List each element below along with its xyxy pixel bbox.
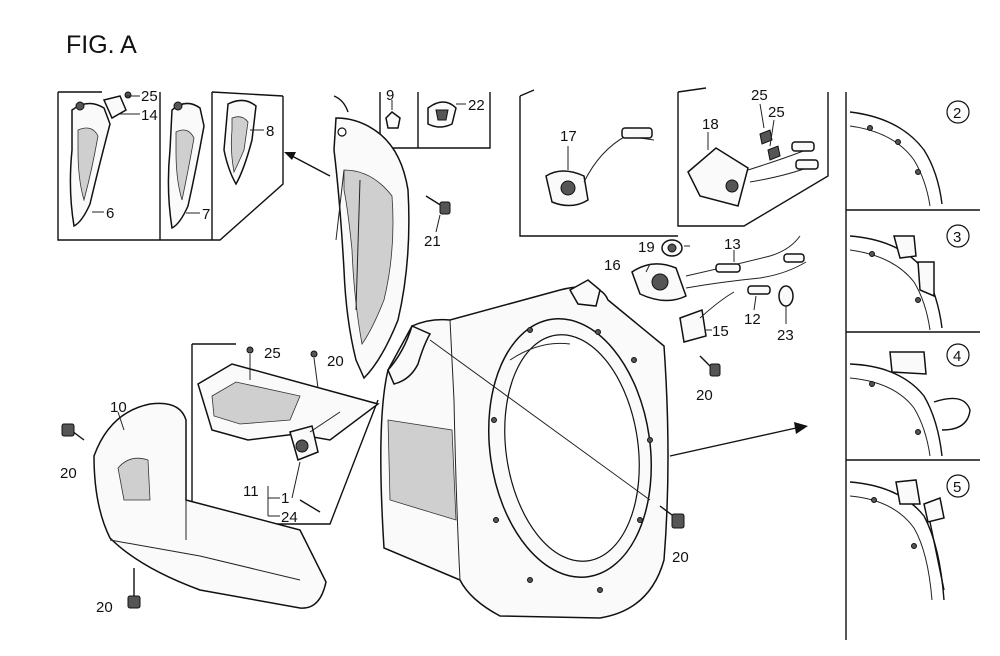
callout-9: 9 [386, 87, 394, 104]
callout-24: 24 [281, 509, 298, 526]
callout-11: 11 [243, 483, 259, 500]
figure-title: FIG. A [66, 31, 137, 59]
variant-label-4: 4 [953, 348, 961, 365]
callout-25: 25 [141, 88, 158, 105]
callout-20-c: 20 [96, 599, 113, 616]
callout-20-d: 20 [696, 387, 713, 404]
callout-14: 14 [141, 107, 158, 124]
inset-bracket: 25 20 11 1 24 [191, 343, 380, 526]
inset-top-middle: 9 22 [379, 87, 491, 149]
callout-13: 13 [724, 236, 741, 253]
inset-18: 18 25 25 [677, 87, 829, 227]
variant-4: 4 [849, 343, 971, 457]
callout-25-c: 25 [768, 104, 785, 121]
shroud-upper-panel [333, 95, 410, 380]
callout-22: 22 [468, 97, 485, 114]
callout-7: 7 [202, 206, 210, 223]
callout-20-e: 20 [672, 549, 689, 566]
callout-19: 19 [638, 239, 655, 256]
inset-17: 17 [519, 89, 678, 237]
lower-cover: 10 20 20 [60, 399, 327, 616]
callout-10: 10 [110, 399, 127, 416]
variant-label-2: 2 [953, 105, 961, 122]
variant-2: 2 [849, 100, 970, 207]
inset-top-left: 25 14 8 6 7 [57, 88, 284, 241]
switch-cluster: 19 13 16 15 12 23 20 [604, 235, 807, 404]
variants-column: 2 3 4 5 [845, 92, 980, 640]
arrow-to-inset [291, 155, 331, 177]
callout-12: 12 [744, 311, 761, 328]
callout-25-b: 25 [751, 87, 768, 104]
callout-21: 21 [424, 233, 441, 250]
variant-3: 3 [849, 224, 970, 331]
callout-15: 15 [712, 323, 729, 340]
callout-18: 18 [702, 116, 719, 133]
callout-23: 23 [777, 327, 794, 344]
arrow-to-variants [669, 427, 797, 457]
callout-25-d: 25 [264, 345, 281, 362]
callout-6: 6 [106, 205, 114, 222]
callout-16: 16 [604, 257, 621, 274]
callout-8: 8 [266, 123, 274, 140]
variant-label-5: 5 [953, 479, 961, 496]
fan-shroud [380, 279, 669, 619]
bolt-21: 21 [424, 195, 451, 250]
callout-20-a: 20 [60, 465, 77, 482]
callout-17: 17 [560, 128, 577, 145]
callout-1: 1 [281, 490, 289, 507]
bracket-part-14 [102, 95, 127, 120]
bolt-20-e: 20 [659, 505, 689, 566]
variant-label-3: 3 [953, 229, 961, 246]
callout-20-b: 20 [327, 353, 344, 370]
variant-5: 5 [849, 474, 970, 601]
